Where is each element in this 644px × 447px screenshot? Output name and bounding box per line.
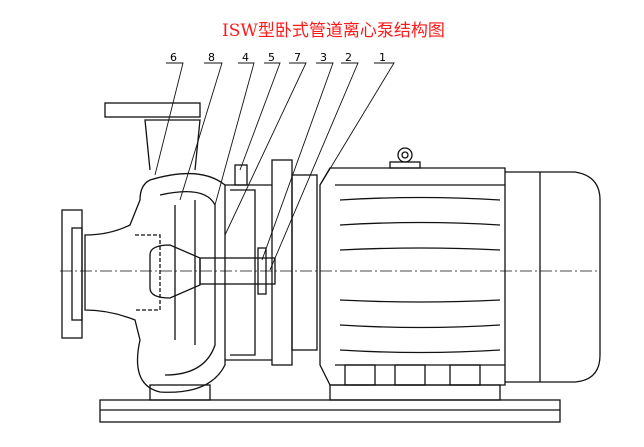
bracket [225,164,272,361]
part-label-1: 1 [379,51,386,64]
part-numbers: 6 8 4 5 7 3 2 1 [170,51,386,64]
pump-casing [61,102,226,393]
base-plate [99,364,561,423]
diagram-title: ISW型卧式管道离心泵结构图 [222,21,445,41]
leader-lines [154,62,395,271]
part-label-4: 4 [242,51,249,64]
part-label-6: 6 [170,51,177,64]
motor [319,147,601,386]
part-label-2: 2 [345,51,352,64]
motor-flange [271,159,318,366]
part-label-8: 8 [208,51,215,64]
part-label-3: 3 [320,51,327,64]
part-label-7: 7 [294,51,301,64]
part-label-5: 5 [268,51,275,64]
impeller-shaft [60,200,600,345]
